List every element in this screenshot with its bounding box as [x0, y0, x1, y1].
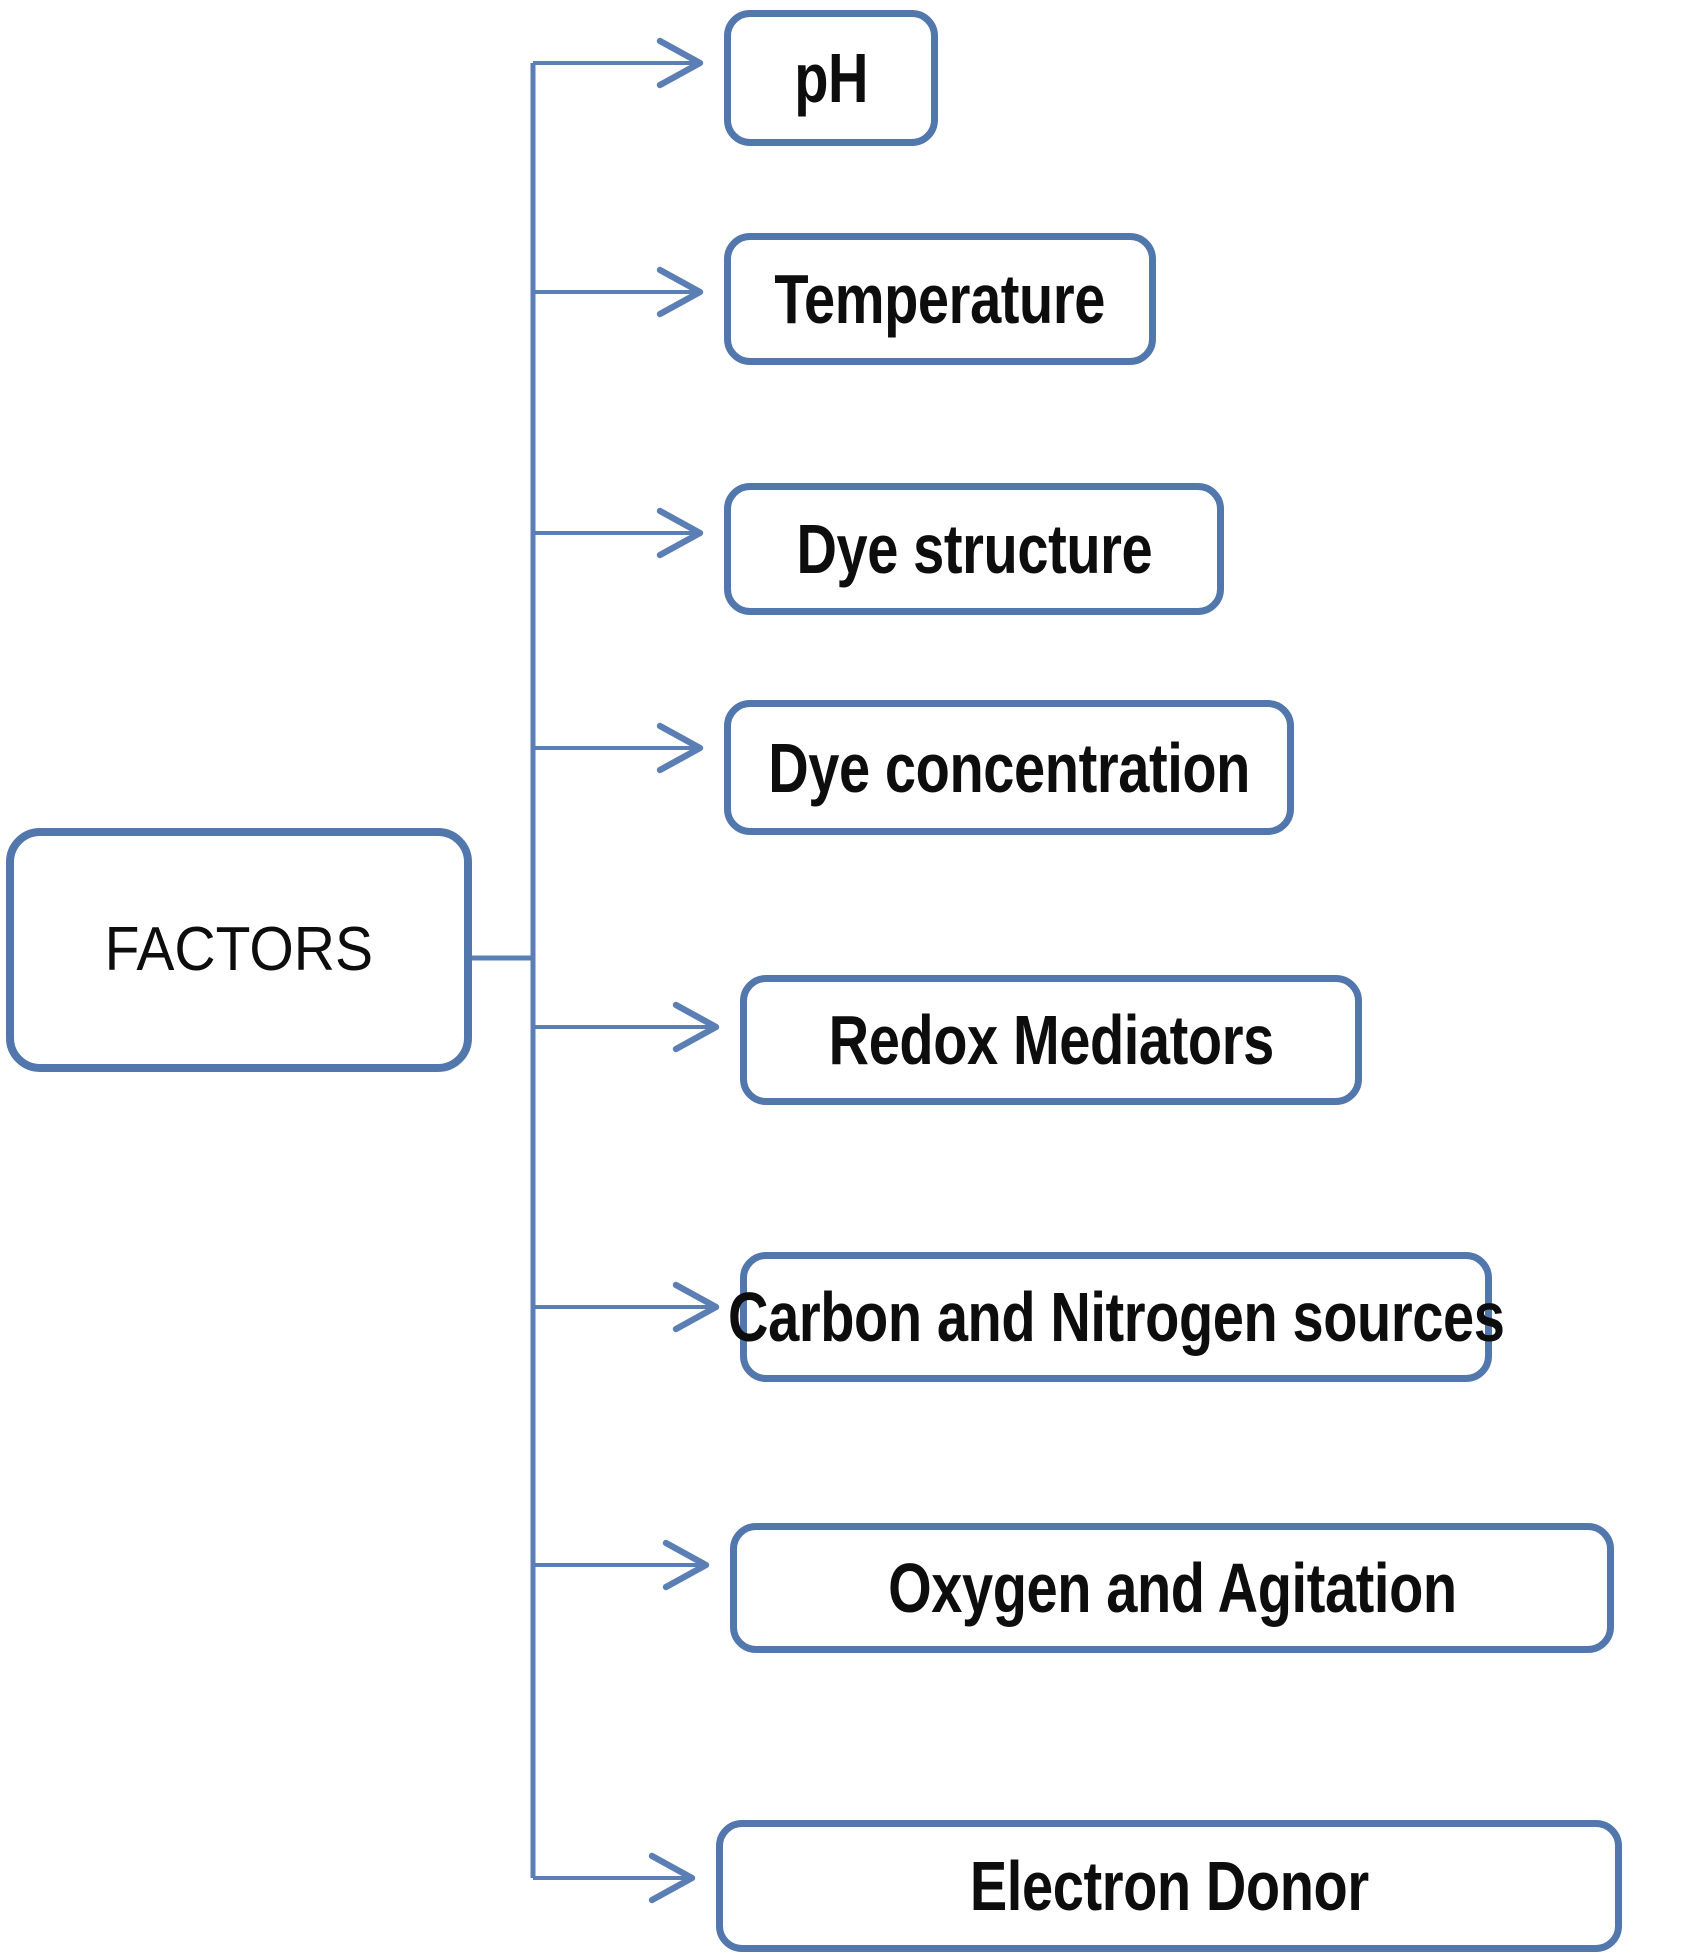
node-carbon-nitrogen-sources-label: Carbon and Nitrogen sources [727, 1278, 1505, 1356]
node-dye-concentration[interactable]: Dye concentration [724, 700, 1294, 835]
node-dye-structure[interactable]: Dye structure [724, 483, 1224, 615]
node-redox-mediators[interactable]: Redox Mediators [740, 975, 1362, 1105]
node-dye-structure-label: Dye structure [796, 510, 1152, 588]
node-electron-donor-label: Electron Donor [969, 1847, 1369, 1925]
node-temperature[interactable]: Temperature [724, 233, 1156, 365]
root-node-factors[interactable]: FACTORS [6, 828, 472, 1072]
root-node-label: FACTORS [104, 915, 374, 984]
node-redox-mediators-label: Redox Mediators [828, 1001, 1274, 1079]
node-ph-label: pH [794, 39, 868, 117]
node-oxygen-agitation[interactable]: Oxygen and Agitation [730, 1523, 1614, 1653]
node-dye-concentration-label: Dye concentration [768, 728, 1250, 807]
node-temperature-label: Temperature [774, 260, 1106, 338]
node-ph[interactable]: pH [724, 10, 938, 146]
node-electron-donor[interactable]: Electron Donor [716, 1820, 1622, 1952]
node-carbon-nitrogen-sources[interactable]: Carbon and Nitrogen sources [728, 1252, 1505, 1382]
node-oxygen-agitation-label: Oxygen and Agitation [887, 1549, 1457, 1627]
